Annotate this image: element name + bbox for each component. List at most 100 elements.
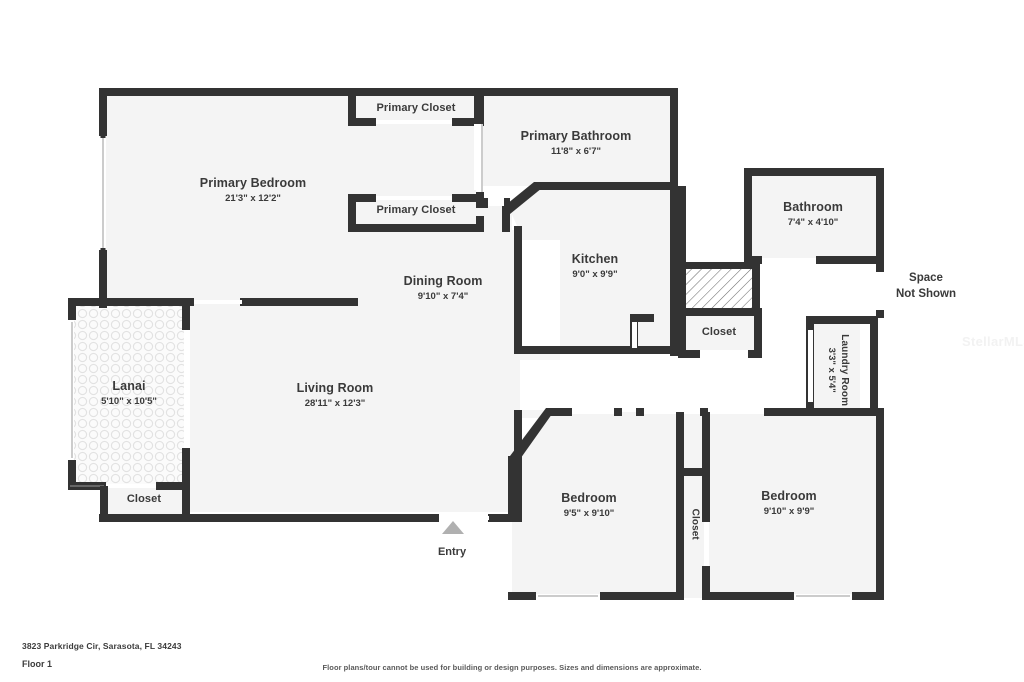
room-fills (74, 88, 884, 598)
fill-bathroom (748, 170, 878, 262)
door-lanai-closet (106, 484, 156, 488)
wall-closet1-bottom-b (452, 118, 484, 126)
window-cap-bottom (100, 248, 106, 250)
door-bedroom-3 (708, 410, 764, 414)
wall-closet-hall-left (676, 468, 684, 598)
wall-bed-top-c (636, 408, 644, 416)
fill-primary-bathroom (477, 88, 676, 186)
wall-left-lower (99, 250, 107, 308)
wall-closet1-left (348, 88, 356, 124)
wall-bath-angled (502, 182, 542, 214)
wall-bed3-right (876, 408, 884, 600)
wall-bath-top (474, 88, 678, 96)
wall-hall-left-upper (678, 186, 686, 266)
wall-bathroom-bottom-a (744, 256, 762, 264)
wall-closet-hall-right-top (702, 412, 710, 470)
wall-closet2-top-b (452, 194, 484, 202)
wall-kitchen-left-top (502, 206, 510, 232)
wall-closet-k-bottom-a (678, 350, 700, 358)
wall-hatch-right (752, 262, 760, 316)
wall-bathroom-left (744, 168, 752, 264)
space-not-shown-line-2: Not Shown (895, 287, 957, 300)
wall-closet-small-top (630, 314, 654, 322)
door-jamb-a (484, 198, 488, 208)
wall-bed-top-a (546, 408, 572, 416)
door-bath-hall (484, 200, 506, 206)
wall-closet-hall-right-a (702, 468, 710, 522)
wall-bath-right (670, 88, 678, 188)
door-primary-closet-2 (376, 196, 452, 200)
fill-hatched-utility (684, 262, 756, 312)
wall-lanai-top (68, 298, 190, 306)
wall-bed-top-b (614, 408, 622, 416)
opening-bath (474, 124, 480, 190)
fill-living-dining (190, 205, 560, 512)
wall-closet-hall-top-int (676, 468, 710, 476)
fill-hall-upper (684, 186, 742, 262)
fill-lanai (74, 302, 184, 488)
wall-lanai-left-bottom (68, 460, 76, 490)
wall-closet-k-right (754, 308, 762, 358)
wall-bed3-bottom-b (852, 592, 884, 600)
gap-line (481, 124, 483, 196)
wall-kitchen-left (514, 226, 522, 354)
wall-living-right (514, 410, 522, 522)
door-bedroom-2 (572, 410, 614, 414)
door-primary-bedroom (194, 300, 242, 304)
wall-kitchen-bottom (556, 346, 678, 354)
wall-sns-top (876, 264, 884, 272)
wall-top-primary (99, 88, 482, 96)
wall-kitchen-bottom-left (514, 346, 562, 354)
door-closet-hall-top (644, 410, 700, 414)
fill-laundry-room (812, 322, 860, 414)
wall-bedroom2-left (508, 456, 516, 522)
wall-hatch-bottom (678, 308, 760, 316)
wall-closet-small-bottom (630, 346, 686, 354)
door-jamb-b (504, 198, 510, 208)
door-primary-closet-1 (376, 120, 452, 124)
wall-closet1-bottom-a (348, 118, 376, 126)
wall-bathroom-top (744, 168, 884, 176)
footer-address: 3823 Parkridge Cir, Sarasota, FL 34243 (22, 641, 182, 651)
wall-bathroom-bottom-b (816, 256, 884, 264)
wall-closet-lanai-left (100, 486, 108, 520)
door-laundry (808, 330, 813, 402)
wall-kitchen-right (670, 186, 678, 356)
wall-hall-top (678, 262, 758, 269)
wall-laundry-top (806, 316, 878, 324)
wall-bath-bottom (534, 182, 678, 190)
slider-lanai (184, 330, 188, 448)
wall-sns-bottom (876, 310, 884, 318)
door-closet-kitchen (700, 352, 748, 356)
wall-lanai-left-top (68, 298, 76, 320)
wall-closet-hall-right-b (702, 566, 710, 598)
wall-bed2-bottom-a (508, 592, 536, 600)
wall-primary-bottom-b (240, 298, 358, 306)
wall-laundry-right (870, 316, 878, 416)
mls-watermark: StellarMLS (962, 334, 1024, 349)
fill-bedroom-2 (512, 412, 676, 598)
footer-floor-label: Floor 1 (22, 659, 53, 669)
fill-primary-bedroom (106, 88, 480, 302)
door-entry (439, 516, 489, 520)
fill-kitchen (510, 186, 676, 352)
wall-bed3-bottom-a (702, 592, 794, 600)
wall-lanai-right-top (182, 298, 190, 330)
wall-lanai-right-bottom (182, 448, 190, 490)
wall-bed2-bottom-b (600, 592, 684, 600)
door-closet-hall (704, 522, 709, 566)
wall-closet2-top-a (348, 194, 376, 202)
door-closet-small (632, 322, 637, 348)
wall-living-bottom-a (99, 514, 439, 522)
wall-closet-lanai-right (182, 486, 190, 520)
footer-disclaimer: Floor plans/tour cannot be used for buil… (322, 663, 702, 672)
window-cap-top (100, 136, 106, 138)
fill-closet-lanai (106, 486, 184, 518)
wall-bedroom2-angled (510, 408, 552, 462)
wall-living-bottom-b (488, 514, 520, 522)
fill-closet-hall (680, 412, 706, 598)
wall-bath-left-top (474, 88, 482, 124)
wall-left-upper (99, 88, 107, 136)
